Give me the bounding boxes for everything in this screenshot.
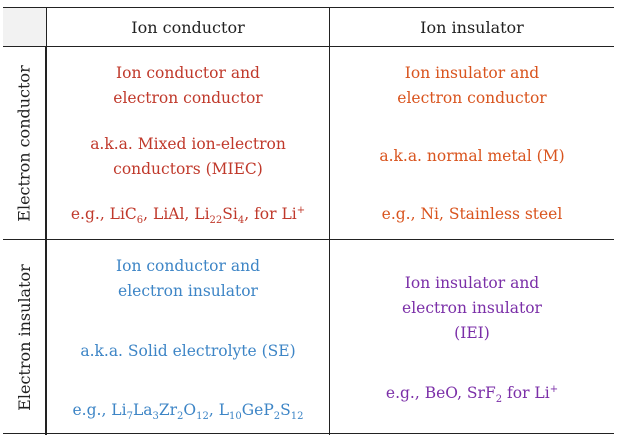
row-header-electron-conductor: Electron conductor xyxy=(3,47,47,240)
cell-title-iei: Ion insulator and electron insulator (IE… xyxy=(402,274,542,343)
cell-ion-insulator-electron-insulator: Ion insulator and electron insulator (IE… xyxy=(330,240,614,435)
cell-title-metal: Ion insulator and electron conductor xyxy=(397,64,547,107)
cell-example-iei: e.g., BeO, SrF2 for Li+ xyxy=(385,383,559,405)
cell-aka-miec: a.k.a. Mixed ion-electron conductors (MI… xyxy=(90,134,286,178)
conductor-classification-table: Ion conductor Ion insulator Electron con… xyxy=(3,7,614,435)
cell-title-miec: Ion conductor and electron conductor xyxy=(113,64,263,107)
row-header-electron-insulator-label: Electron insulator xyxy=(14,264,34,411)
cell-aka-se: a.k.a. Solid electrolyte (SE) xyxy=(80,341,296,360)
col-header-ion-insulator: Ion insulator xyxy=(330,8,614,47)
col-header-ion-conductor: Ion conductor xyxy=(47,8,330,47)
cell-ion-insulator-electron-conductor: Ion insulator and electron conductor a.k… xyxy=(330,47,614,240)
row-header-electron-insulator: Electron insulator xyxy=(3,240,47,435)
col-header-ion-conductor-label: Ion conductor xyxy=(131,17,245,37)
col-header-ion-insulator-label: Ion insulator xyxy=(420,17,524,37)
cell-example-metal: e.g., Ni, Stainless steel xyxy=(381,205,563,223)
cell-example-se: e.g., Li7La3Zr2O12, L10GeP2S12 xyxy=(72,401,304,423)
cell-title-se: Ion conductor and electron insulator xyxy=(116,257,260,300)
cell-ion-conductor-electron-conductor: Ion conductor and electron conductor a.k… xyxy=(47,47,330,240)
row-header-electron-conductor-label: Electron conductor xyxy=(14,64,34,222)
cell-ion-conductor-electron-insulator: Ion conductor and electron insulator a.k… xyxy=(47,240,330,435)
corner-cell xyxy=(3,8,47,47)
cell-example-miec: e.g., LiC6, LiAl, Li22Si4, for Li+ xyxy=(70,204,306,227)
cell-aka-metal: a.k.a. normal metal (M) xyxy=(379,147,565,165)
